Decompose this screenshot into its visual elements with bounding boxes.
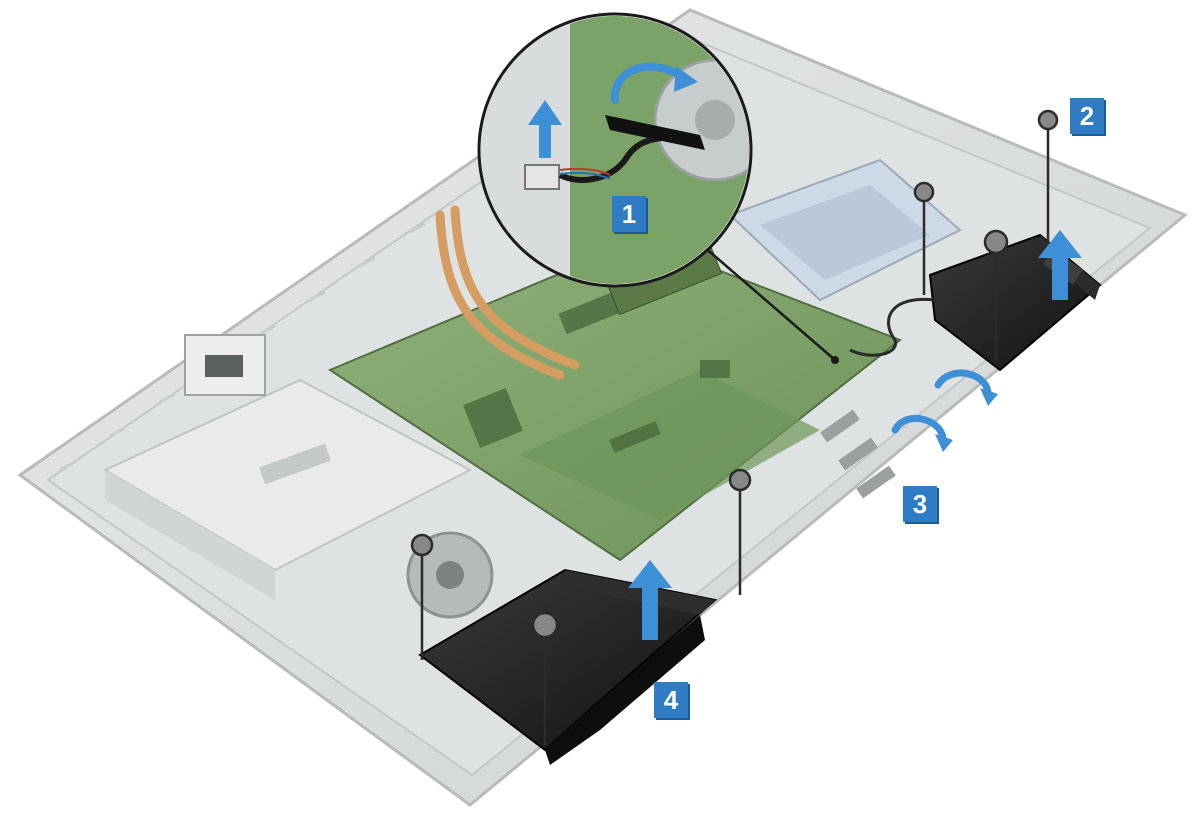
- hard-drive-cage: [728, 158, 962, 302]
- lift-arrow-icon: [628, 560, 672, 640]
- step-callout-3: 3: [903, 486, 937, 522]
- io-ports: [820, 409, 896, 499]
- system-fan: [406, 531, 494, 619]
- screws: [410, 109, 1059, 745]
- screw-icon: [728, 468, 752, 595]
- rotate-arrow-icon: [891, 369, 992, 442]
- step-callout-1: 1: [612, 196, 646, 232]
- power-supply: [102, 378, 473, 600]
- step-callout-4: 4: [654, 682, 688, 718]
- left-speaker: [418, 568, 718, 765]
- magnifier-inset: [477, 12, 753, 288]
- speaker-cable: [849, 297, 936, 357]
- lift-arrow-icon: [1038, 230, 1082, 300]
- screw-icon: [410, 533, 434, 660]
- power-connector: [184, 334, 266, 396]
- screw-icon: [1037, 109, 1059, 255]
- screw-icon: [913, 181, 935, 295]
- inset-leader-line: [701, 244, 836, 361]
- heatpipe: [435, 205, 580, 380]
- step-callout-2: 2: [1070, 98, 1104, 134]
- lift-arrow-icon: [528, 100, 562, 158]
- screw-icon: [531, 611, 559, 745]
- screw-icon: [983, 229, 1009, 360]
- rotate-arrow-icon: [610, 62, 689, 104]
